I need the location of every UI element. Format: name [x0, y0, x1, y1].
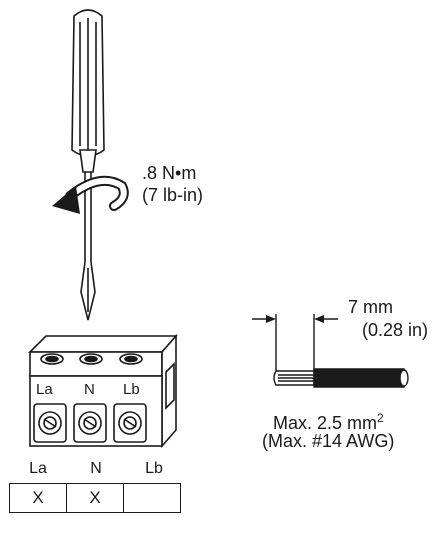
table-cell-la: X: [9, 483, 67, 513]
strip-length-imperial-label: (0.28 in): [361, 320, 428, 340]
strip-length-label: 7 mm: [348, 297, 393, 317]
max-wire-size-label: Max. 2.5 mm2: [273, 408, 384, 433]
rotation-arrow-icon: [52, 175, 129, 214]
torque-imperial-label: (7 lb-in): [142, 185, 204, 205]
stripped-wire-icon: [273, 314, 409, 388]
terminal-label-n: N: [84, 381, 95, 398]
table-header-la: La: [29, 460, 47, 477]
terminal-label-lb: Lb: [123, 381, 140, 398]
table-cell-n: X: [66, 483, 124, 513]
max-wire-size-sup: 2: [377, 411, 384, 425]
torque-metric-label: .8 N•m: [142, 163, 197, 183]
wiring-table: X X: [9, 483, 181, 513]
screwdriver-icon: [71, 9, 105, 321]
max-wire-size-text: Max. 2.5 mm: [273, 413, 378, 433]
max-wire-awg-label: (Max. #14 AWG): [262, 431, 395, 451]
terminal-label-la: La: [36, 381, 53, 398]
table-row: X X: [9, 483, 181, 513]
table-cell-lb: [123, 483, 181, 513]
table-header-lb: Lb: [145, 460, 163, 477]
terminal-block-icon: [28, 333, 178, 449]
table-header-n: N: [90, 460, 102, 477]
dimension-arrows: [252, 315, 338, 323]
